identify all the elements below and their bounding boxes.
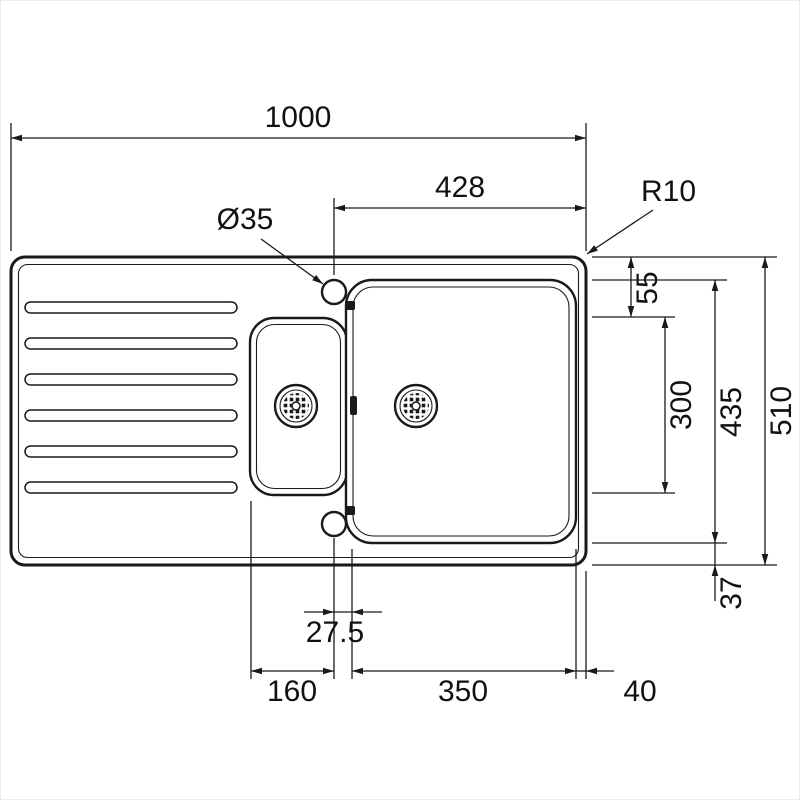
leader-line xyxy=(260,238,324,285)
dim-label-bottom-inset: 37 xyxy=(715,576,748,609)
drainer-area xyxy=(24,301,238,494)
dimension-bottom-inset-37: 37 xyxy=(711,543,748,610)
dimension-small-bowl-length-300: 300 xyxy=(592,317,698,494)
dimension-overall-depth-510: 510 xyxy=(592,257,798,566)
small-bowl-inner xyxy=(255,323,342,490)
dimension-right-inset-40: 40 xyxy=(576,571,657,708)
dimension-top-inset-55: 55 xyxy=(592,256,777,318)
dim-label-tap-hole: Ø35 xyxy=(217,203,274,236)
dimension-main-bowl-length-435: 435 xyxy=(592,279,748,544)
drain-cap xyxy=(411,401,421,411)
dimension-corner-radius: R10 xyxy=(586,175,696,255)
overflow-slot xyxy=(350,396,357,415)
dim-label-right-inset: 40 xyxy=(623,675,656,708)
dimension-tap-hole: Ø35 xyxy=(217,203,324,285)
tap-hole-top xyxy=(320,278,348,306)
dim-label-overall-depth: 510 xyxy=(765,386,798,436)
drainer-groove xyxy=(24,301,238,314)
dim-label-top-inset: 55 xyxy=(631,271,664,304)
dimension-tap-offset-27-5: 27.5 xyxy=(304,538,382,679)
drain-ring-inner xyxy=(399,389,433,423)
dim-label-right-section: 428 xyxy=(435,171,485,204)
tap-hole-bottom xyxy=(320,510,348,538)
main-bowl xyxy=(344,278,578,545)
dim-label-main-bowl-length: 435 xyxy=(715,387,748,437)
dimension-main-bowl-width-350: 350 xyxy=(352,549,577,708)
drainer-groove xyxy=(24,481,238,494)
small-bowl-drain xyxy=(273,383,319,429)
drainer-groove xyxy=(24,373,238,386)
leader-line xyxy=(586,209,654,255)
main-bowl-drain xyxy=(393,383,439,429)
drain-ring-inner xyxy=(279,389,313,423)
dim-label-main-bowl-width: 350 xyxy=(438,675,488,708)
dim-label-small-bowl-width: 160 xyxy=(267,675,317,708)
drainer-groove xyxy=(24,445,238,458)
sink-inner-rim xyxy=(17,263,580,559)
overflow-mark-top xyxy=(345,301,355,310)
dim-label-small-bowl-length: 300 xyxy=(665,380,698,430)
drainer-groove xyxy=(24,337,238,350)
dimension-small-bowl-width-160: 160 xyxy=(250,501,334,708)
dim-label-overall-width: 1000 xyxy=(265,101,332,134)
dim-label-corner-radius: R10 xyxy=(641,175,696,208)
drain-cap xyxy=(291,401,301,411)
dimension-right-section: 428 xyxy=(333,171,586,275)
dimension-overall-width: 1000 xyxy=(10,101,587,251)
dim-label-tap-offset: 27.5 xyxy=(306,616,364,649)
drainer-groove xyxy=(24,409,238,422)
main-bowl-edge xyxy=(344,278,578,545)
overflow-mark-bottom xyxy=(345,506,355,515)
